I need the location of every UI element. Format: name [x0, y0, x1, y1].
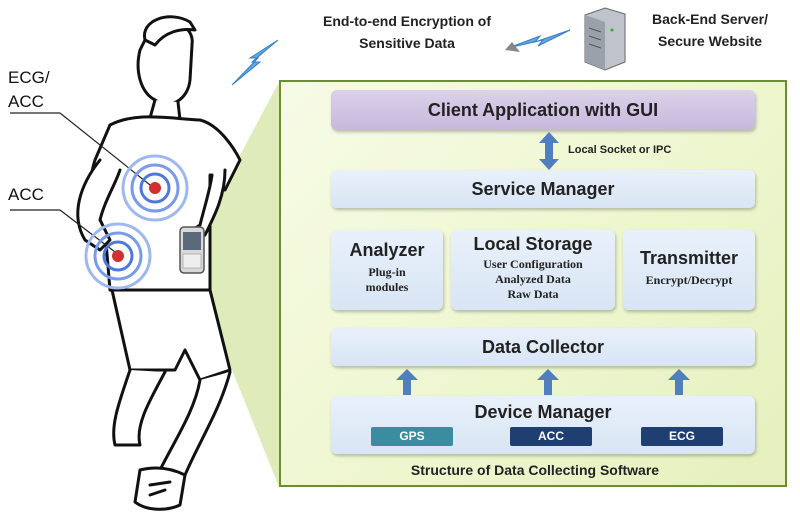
ecg-acc-label-line2: ACC — [8, 92, 44, 111]
encryption-label: End-to-end Encryption of Sensitive Data — [292, 10, 522, 54]
acc-label: ACC — [8, 185, 44, 204]
local-storage-box: Local Storage User Configuration Analyze… — [451, 230, 615, 310]
analyzer-line: Plug-in — [368, 265, 406, 279]
zoom-connector — [200, 82, 279, 487]
local-storage-line: Raw Data — [507, 287, 559, 301]
analyzer-line: modules — [365, 280, 409, 294]
transmitter-line: Encrypt/Decrypt — [645, 273, 733, 287]
up-arrow-icon — [668, 369, 690, 395]
server-link-icon — [505, 29, 571, 52]
wireless-signal-icon — [231, 39, 279, 86]
device-manager-label: Device Manager — [474, 402, 612, 422]
software-structure-panel: Client Application with GUI Local Socket… — [279, 80, 787, 487]
acc-leader-diag — [59, 209, 116, 253]
server-label: Back-End Server/ Secure Website — [630, 8, 790, 52]
transmitter-box: Transmitter Encrypt/Decrypt — [623, 230, 755, 310]
chip-gps: GPS — [371, 427, 453, 446]
double-arrow-icon — [539, 132, 559, 170]
hip-sensor — [84, 222, 152, 290]
local-storage-line: Analyzed Data — [495, 272, 571, 286]
ecg-acc-label-line1: ECG/ — [8, 68, 50, 87]
service-manager-box: Service Manager — [331, 170, 755, 208]
data-collector-box: Data Collector — [331, 328, 755, 366]
data-collector-label: Data Collector — [481, 337, 605, 357]
local-storage-title: Local Storage — [473, 234, 593, 254]
chip-ecg: ECG — [641, 427, 723, 446]
server-label-line1: Back-End Server/ — [652, 11, 768, 27]
server-icon — [584, 7, 626, 71]
client-application-label: Client Application with GUI — [427, 100, 659, 120]
panel-caption: Structure of Data Collecting Software — [410, 462, 660, 478]
analyzer-box: Analyzer Plug-in modules — [331, 230, 443, 310]
ipc-label: Local Socket or IPC — [568, 144, 672, 156]
up-arrow-icon — [537, 369, 559, 395]
analyzer-title: Analyzer — [349, 240, 425, 260]
transmitter-title: Transmitter — [639, 248, 739, 268]
ecg-acc-label: ECG/ ACC — [8, 66, 50, 114]
server-label-line2: Secure Website — [657, 33, 762, 49]
local-storage-line: User Configuration — [483, 257, 583, 271]
encryption-label-line1: End-to-end Encryption of — [323, 13, 491, 29]
client-application-box: Client Application with GUI — [331, 90, 755, 130]
encryption-label-line2: Sensitive Data — [359, 35, 455, 51]
service-manager-label: Service Manager — [471, 179, 615, 199]
ecg-leader-diag — [59, 112, 151, 186]
phone-icon — [179, 226, 205, 274]
chest-sensor — [121, 154, 189, 222]
up-arrow-icon — [396, 369, 418, 395]
chip-acc: ACC — [510, 427, 592, 446]
